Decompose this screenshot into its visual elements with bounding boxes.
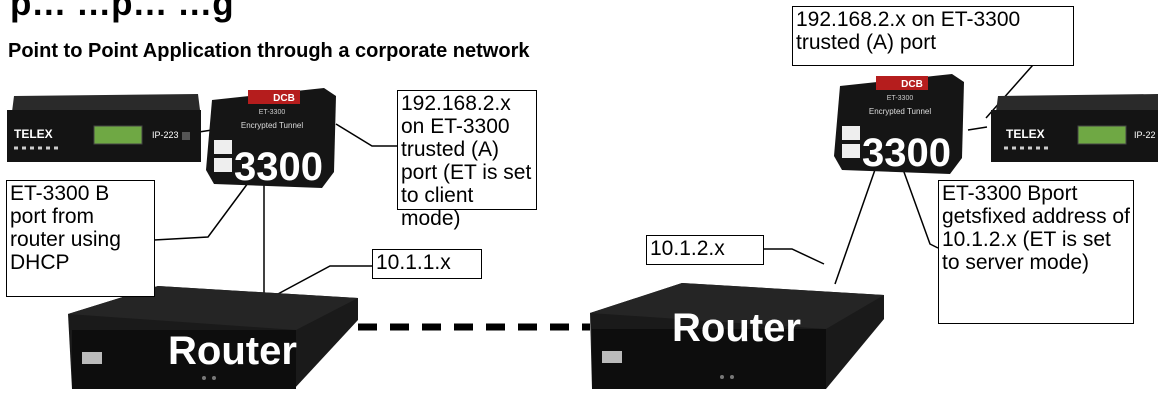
et-to-router-link-right [834,163,878,285]
et-model-label: ET-3300 [887,95,914,102]
callout-leader-right-bport [899,160,939,249]
callout-left-b-port: ET-3300 B port from router using DHCP [6,180,155,297]
callout-leader-left-bport [153,182,249,241]
callout-right-network: 10.1.2.x [646,235,764,265]
callout-leader-left-net [262,265,372,303]
diagram-subtitle: Point to Point Application through a cor… [8,40,530,62]
router-right: Router [590,283,886,394]
et-logo: DCB [273,93,295,104]
router-left: Router [68,286,360,394]
telex-brand: TELEX [1006,127,1045,141]
et3300-unit-right: DCB ET-3300 Encrypted Tunnel 3300 [832,70,972,181]
telex-unit-left: TELEX IP-223 [2,88,202,173]
et-number: 3300 [862,131,951,175]
et3300-unit-left: DCB ET-3300 Encrypted Tunnel 3300 [204,84,344,195]
et-to-telex-link-right [967,126,988,131]
et-subtitle: Encrypted Tunnel [241,121,303,130]
callout-leader-right-trusted [985,56,1041,119]
callout-leader-right-net [764,248,825,265]
router-label: Router [672,306,801,350]
callout-right-b-port: ET-3300 Bport getsfixed address of 10.1.… [938,180,1134,324]
et-number: 3300 [234,145,323,189]
callout-leader-left-trusted [335,123,397,147]
router-label: Router [168,329,297,373]
callout-left-trusted-port: 192.168.2.x on ET-3300 trusted (A) port … [397,90,537,230]
et-logo: DCB [901,79,923,90]
et-model-label: ET-3300 [259,109,286,116]
callout-right-trusted-port: 192.168.2.x on ET-3300 trusted (A) port [792,6,1074,66]
et-subtitle: Encrypted Tunnel [869,107,931,116]
page-title: p… …p… …g [10,0,234,23]
telex-unit-right: TELEX IP-22 [986,88,1158,173]
telex-model: IP-223 [152,130,179,140]
telex-brand: TELEX [14,127,53,141]
telex-model: IP-22 [1134,130,1156,140]
callout-left-network: 10.1.1.x [372,249,482,279]
